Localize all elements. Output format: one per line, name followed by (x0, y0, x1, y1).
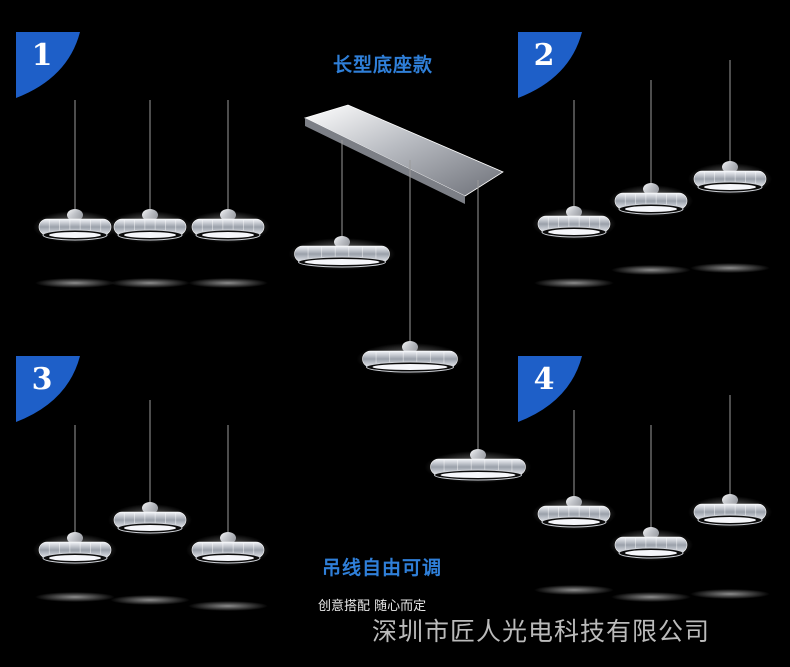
badge-1: 1 (16, 32, 80, 98)
floor-reflection (35, 278, 115, 288)
pendant-lamp (532, 100, 616, 240)
pendant-lamp (108, 100, 192, 243)
title-adjustable-cord: 吊线自由可调 (322, 557, 443, 579)
floor-reflection (35, 592, 115, 602)
badge-3: 3 (16, 356, 80, 422)
pendant-lamp (532, 410, 616, 530)
pendant-lamp (609, 80, 693, 217)
badge-2: 2 (518, 32, 582, 98)
floor-reflection (534, 585, 614, 595)
pendant-lamp (33, 425, 117, 566)
pendant-lamp (356, 160, 464, 375)
floor-reflection (690, 263, 770, 273)
pendant-lamp (288, 140, 396, 270)
badge-number: 4 (533, 362, 555, 397)
pendant-lamp (186, 425, 270, 566)
floor-reflection (110, 278, 190, 288)
floor-reflection (611, 265, 691, 275)
floor-reflection (188, 601, 268, 611)
tagline: 创意搭配 随心而定 (318, 599, 427, 614)
pendant-lamp (424, 180, 532, 483)
pendant-lamp (688, 395, 772, 528)
company-name: 深圳市匠人光电科技有限公司 (372, 617, 711, 646)
floor-reflection (534, 278, 614, 288)
badge-number: 2 (533, 38, 555, 73)
pendant-lamp (688, 60, 772, 195)
floor-reflection (690, 589, 770, 599)
badge-number: 3 (31, 362, 53, 397)
floor-reflection (110, 595, 190, 605)
ceiling-base (303, 104, 504, 204)
pendant-lamp (186, 100, 270, 243)
pendant-lamp (609, 425, 693, 561)
badge-4: 4 (518, 356, 582, 422)
pendant-lamp (33, 100, 117, 243)
badge-number: 1 (31, 38, 53, 73)
floor-reflection (611, 592, 691, 602)
title-long-base: 长型底座款 (333, 54, 434, 76)
pendant-lamp (108, 400, 192, 536)
floor-reflection (188, 278, 268, 288)
